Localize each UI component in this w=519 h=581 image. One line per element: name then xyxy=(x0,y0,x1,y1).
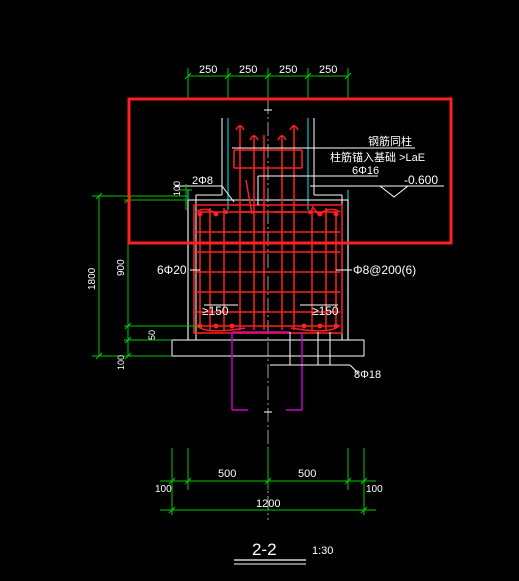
section-title: 2-2 xyxy=(252,540,277,559)
left-dim-100-top: 100 xyxy=(172,181,182,196)
note-stirrup: Φ8@200(6) xyxy=(353,263,416,277)
left-dim-50: 50 xyxy=(147,330,157,340)
note-cover-right: ≥150 xyxy=(312,304,339,318)
note-anchor: 柱筋锚入基础 >LaE xyxy=(330,150,425,164)
rebar-cage xyxy=(193,125,343,334)
top-dim-3: 250 xyxy=(279,64,297,76)
cushion-layer xyxy=(171,339,365,357)
bottom-dim-right-100: 100 xyxy=(366,484,383,495)
bottom-dim-total: 1200 xyxy=(256,498,280,510)
highlight-box xyxy=(127,97,453,245)
top-dim-4: 250 xyxy=(319,64,337,76)
top-dimension-chain xyxy=(184,68,352,100)
bottom-dim-right-500: 500 xyxy=(298,468,316,480)
left-dim-1800: 1800 xyxy=(87,267,98,290)
bottom-dimension-chain xyxy=(160,448,376,515)
leader-lines xyxy=(175,147,444,374)
bottom-dim-left-100: 100 xyxy=(155,484,172,495)
note-cover-left: ≥150 xyxy=(202,304,229,318)
note-6phi16: 6Φ16 xyxy=(352,165,379,177)
top-dim-1: 250 xyxy=(199,64,217,76)
bottom-dim-left-500: 500 xyxy=(218,468,236,480)
note-column-bar: 钢筋同柱 xyxy=(368,134,412,148)
note-2phi8: 2Φ8 xyxy=(192,175,213,187)
top-dim-2: 250 xyxy=(239,64,257,76)
rebar-dots xyxy=(197,210,339,329)
section-scale: 1:30 xyxy=(312,545,333,557)
piles xyxy=(231,331,303,411)
note-elevation: -0.600 xyxy=(404,173,438,187)
left-dimension-chain xyxy=(92,184,200,360)
note-8phi18: 8Φ18 xyxy=(354,369,381,381)
left-dim-900: 900 xyxy=(116,259,127,276)
note-6phi20: 6Φ20 xyxy=(157,263,187,277)
left-dim-100-bottom: 100 xyxy=(116,355,126,370)
